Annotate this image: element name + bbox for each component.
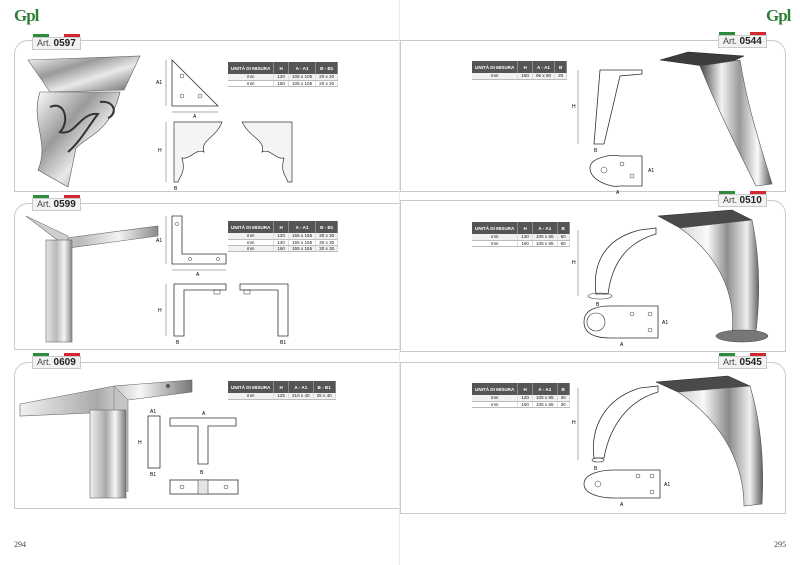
drawing-0544: H B A1 A [572,69,654,196]
dim-a-0609: A [202,411,206,417]
dim-b1-0609: B1 [150,472,156,478]
dim-h-0609: H [138,440,142,446]
article-tag-0544: Art. 0544 [718,32,767,48]
drawing-top-0597: A1 A [156,59,219,120]
dim-a1-0609: A1 [150,409,156,415]
dim-h-0544: H [572,104,576,110]
dim-a1-0510: A1 [662,320,668,326]
page-number-left: 294 [14,540,26,549]
product-photo-0597 [27,55,141,188]
product-photo-0545 [655,375,763,507]
drawing-side-0597: H B [158,121,293,192]
article-tag-0510: Art. 0510 [718,191,767,207]
drawing-side-0599: H B B1 [158,283,289,346]
product-photo-0599 [25,215,159,343]
product-photo-0510 [657,209,769,343]
drawing-0510: H B A1 A [572,227,668,348]
brand-logo-right: Gpl [766,6,791,25]
dim-h-0545: H [572,420,576,426]
dim-a1-0544: A1 [648,168,654,174]
dim-b1-0599: B1 [280,340,286,346]
drawing-top-0599: A1 A [156,215,227,278]
dim-a-0510: A [620,342,624,348]
dim-a-0544: A [616,190,620,196]
product-panel-0545 [400,362,786,514]
dim-a1-0599: A1 [156,238,162,244]
dim-a1-0545: A1 [664,482,670,488]
drawing-views-0609: A1 A H B1 B [138,409,239,495]
dim-b-0609: B [200,470,204,476]
dim-a-0599: A [196,272,200,278]
article-tag-0599: Art. 0599 [32,195,81,211]
article-tag-0545: Art. 0545 [718,353,767,369]
drawing-0545: H B A1 A [572,385,670,508]
article-tag-0609: Art. 0609 [32,353,81,369]
dim-b-0597: B [174,186,178,192]
product-photo-0544 [659,51,773,187]
product-photo-0609 [19,379,193,499]
catalog-page-left: Gpl Art. 0597 A1 A H B UNITÀ D [14,6,400,549]
dim-b-0510: B [596,302,600,308]
dim-h-0510: H [572,260,576,266]
dim-b-0545: B [594,466,598,472]
dim-h-0597: H [158,148,162,154]
dim-h-0599: H [158,308,162,314]
dim-a-0597: A [193,114,197,120]
dim-a1-0597: A1 [156,80,162,86]
dim-b-0544: B [594,148,598,154]
dim-a-0545: A [620,502,624,508]
brand-logo: Gpl [14,6,39,25]
article-tag-0597: Art. 0597 [32,34,81,50]
dim-b-0599: B [176,340,180,346]
page-number-right: 295 [774,540,786,549]
